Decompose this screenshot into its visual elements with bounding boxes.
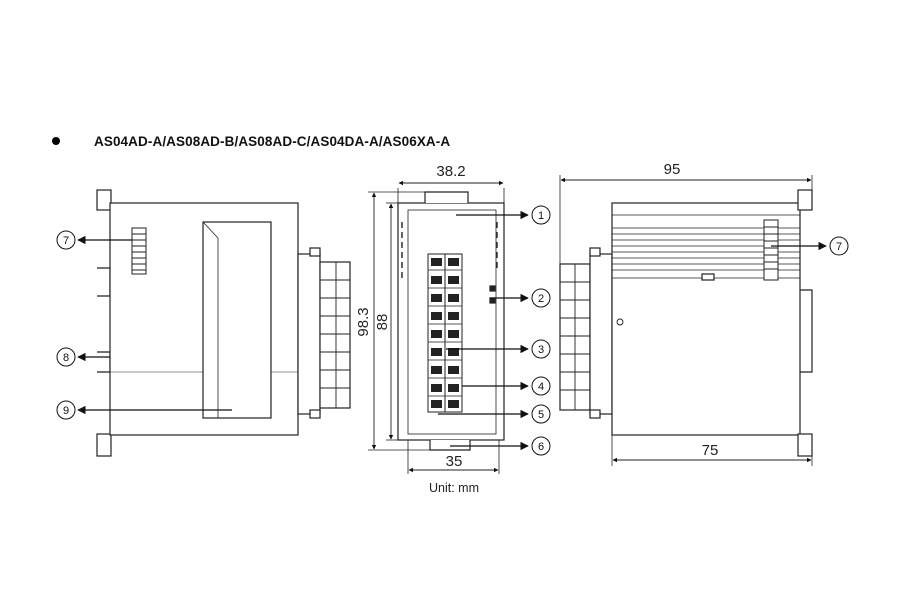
dim-35-label: 35 <box>446 453 463 470</box>
unit-label: Unit: mm <box>429 481 479 495</box>
callout-3-label: 3 <box>538 344 544 356</box>
callout-5: 5 <box>438 404 551 424</box>
callout-8: 8 <box>56 347 110 367</box>
dim-35: 35 <box>407 440 500 474</box>
callout-5-label: 5 <box>538 409 544 421</box>
callout-7-left: 7 <box>56 230 132 250</box>
callout-4-label: 4 <box>538 381 544 393</box>
callout-8-label: 8 <box>63 352 69 364</box>
callout-4: 4 <box>462 376 551 396</box>
callout-2-label: 2 <box>538 293 544 305</box>
diagram-title: AS04AD-A/AS08AD-B/AS08AD-C/AS04DA-A/AS06… <box>94 133 451 149</box>
dim-95: 95 <box>559 161 813 264</box>
dim-75-label: 75 <box>702 442 719 459</box>
callout-1-label: 1 <box>538 210 544 222</box>
callout-3: 3 <box>446 339 551 359</box>
dim-38-2-label: 38.2 <box>436 163 465 180</box>
callout-7-right: 7 <box>771 236 849 256</box>
left-view <box>96 189 351 457</box>
led-strip-left <box>131 227 147 275</box>
bullet-icon <box>52 137 60 145</box>
dim-88-label: 88 <box>374 314 391 331</box>
title-row: AS04AD-A/AS08AD-B/AS08AD-C/AS04DA-A/AS06… <box>52 130 450 152</box>
callout-7-left-label: 7 <box>63 235 69 247</box>
right-view <box>559 189 813 457</box>
led-strip-right <box>763 219 779 281</box>
dim-95-label: 95 <box>664 161 681 178</box>
callout-6: 6 <box>450 436 551 456</box>
dim-98-3-label: 98.3 <box>355 307 372 336</box>
callout-9: 9 <box>56 400 232 420</box>
dim-98-3: 98.3 <box>355 191 430 451</box>
callout-7-right-label: 7 <box>836 241 842 253</box>
callout-1: 1 <box>456 205 551 225</box>
front-terminal-block <box>427 253 463 413</box>
callout-6-label: 6 <box>538 441 544 453</box>
callout-2: 2 <box>490 288 551 308</box>
callout-9-label: 9 <box>63 405 69 417</box>
dim-75: 75 <box>611 435 813 466</box>
dim-38-2: 38.2 <box>397 163 505 203</box>
front-view <box>397 191 505 451</box>
dim-88: 88 <box>374 202 398 441</box>
